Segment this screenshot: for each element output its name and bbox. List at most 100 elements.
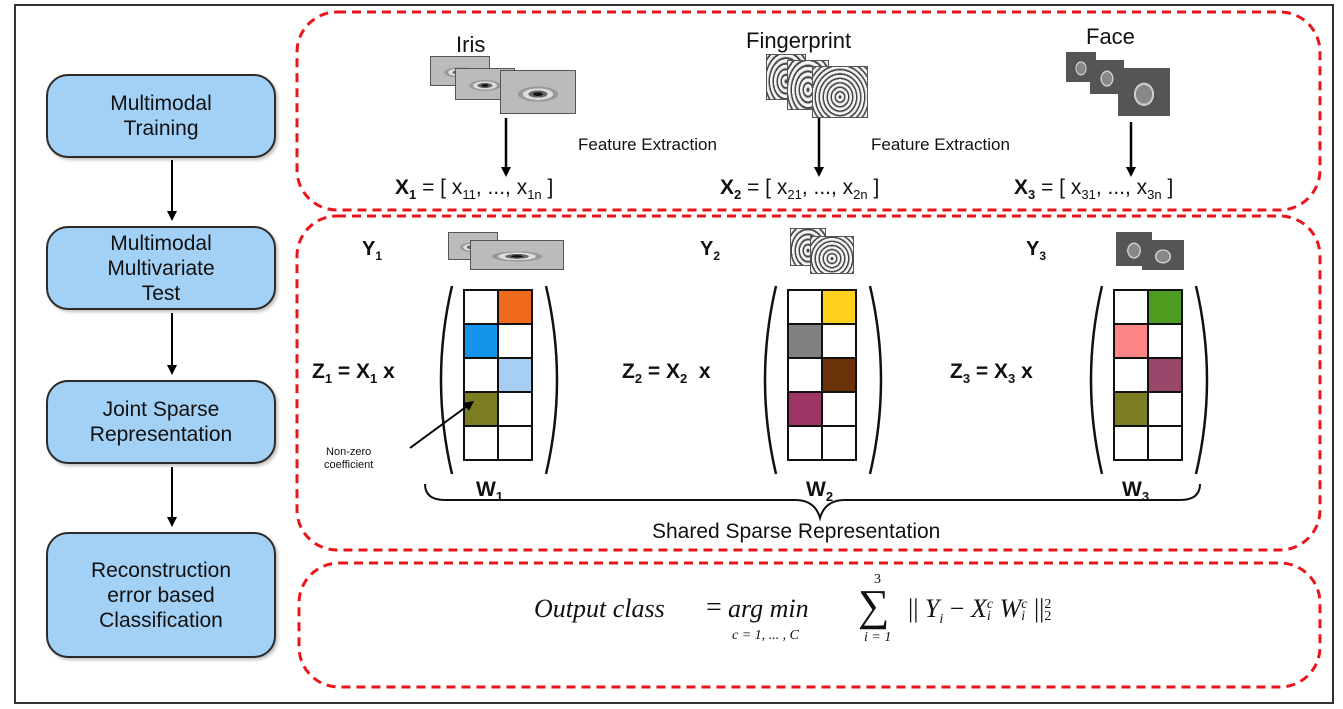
zero-coefficient-cell [463,357,499,393]
step-label: Multimodal [110,231,212,255]
feature-vector-x1: X1 = [ x11, ..., x1n ] [395,176,554,203]
matrix-symbol: Y [1026,238,1040,260]
zero-coefficient-cell [497,391,533,427]
output-formula: Output class = arg min c = 1, ... , C 3 … [534,572,1294,660]
face-image [1118,68,1170,116]
nonzero-pointer-arrow [409,401,475,449]
formula-superscript: c [986,597,994,613]
sum-lower-limit: i = 1 [864,630,892,645]
equation-z1: Z1 = X1 x [312,360,395,387]
matrix-paren-left [439,285,454,475]
matrix-subscript: 3 [1028,187,1036,203]
feature-vector-x3: X3 = [ x31, ..., x3n ] [1014,176,1174,203]
zero-coefficient-cell [787,357,823,393]
nonzero-coefficient-cell [1147,357,1183,393]
formula-lhs: Output class [534,594,665,623]
nonzero-coefficient-cell [1147,289,1183,325]
formula-argmin: arg min [728,594,809,623]
weight-label-w3: W3 [1122,478,1149,504]
matrix-paren-right [1194,285,1209,475]
step-label: Representation [89,423,233,446]
figure-frame [14,4,1334,704]
matrix-symbol: Z [622,360,635,383]
zero-coefficient-cell [497,323,533,359]
matrix-subscript: 1 [495,489,504,505]
weight-matrix-1 [463,289,533,461]
matrix-subscript: 2 [713,249,721,263]
formula-argmin-subscript: c = 1, ... , C [732,628,799,643]
step-multimodal-test: Multimodal Multivariate Test [46,226,276,310]
feature-extraction-label: Feature Extraction [871,135,1010,154]
step-label: Multimodal [110,92,212,115]
nonzero-coefficient-cell [497,357,533,393]
element-subscript: 2n [853,187,868,203]
zero-coefficient-cell [821,425,857,461]
matrix-subscript: 3 [1039,249,1047,263]
matrix-symbol: Z [950,360,963,383]
zero-coefficient-cell [1113,289,1149,325]
shared-sparse-label: Shared Sparse Representation [652,520,941,543]
matrix-paren-left [1089,285,1104,475]
step-label: Joint Sparse [102,398,220,421]
matrix-subscript: 3 [962,371,971,387]
matrix-symbol: W [476,478,496,501]
zero-coefficient-cell [1147,425,1183,461]
zero-coefficient-cell [497,425,533,461]
matrix-subscript: 1 [375,249,383,263]
step-label: error based [107,583,215,607]
sparse-region [295,214,1322,552]
matrix-symbol: X [395,176,410,199]
matrix-symbol: X [666,360,681,383]
sum-upper-limit: 3 [874,572,881,587]
formula-subscript: 2 [1044,609,1052,625]
matrix-subscript: 3 [1141,489,1150,505]
nonzero-coefficient-cell [1113,391,1149,427]
element-subscript: 3n [1147,187,1162,203]
element-subscript: 31 [1081,187,1096,203]
zero-coefficient-cell [787,425,823,461]
formula-subscript: i [1021,609,1026,625]
training-region [295,10,1322,212]
step-joint-sparse: Joint Sparse Representation [46,380,276,464]
nonzero-coefficient-cell [787,391,823,427]
feature-extraction-label: Feature Extraction [578,135,717,154]
matrix-symbol: Z [312,360,325,383]
norm-bracket: || [1033,594,1045,623]
sum-symbol: ∑ [858,581,890,630]
matrix-subscript: 1 [409,187,417,203]
zero-coefficient-cell [1147,391,1183,427]
formula-equals: = [706,592,722,623]
equation-z2: Z2 = X2 x [622,360,711,387]
test-sample-y2: Y2 [700,238,720,263]
matrix-paren-left [763,285,778,475]
zero-coefficient-cell [1113,425,1149,461]
matrix-symbol: Y [700,238,714,260]
nonzero-coefficient-cell [787,323,823,359]
element-subscript: 1n [527,187,542,203]
matrix-symbol: X [1014,176,1029,199]
formula-superscript: c [1021,597,1028,613]
matrix-symbol: Y [362,238,376,260]
formula-subscript: i [939,612,944,628]
matrix-subscript: 2 [634,371,643,387]
matrix-paren-right [868,285,883,475]
nonzero-coefficient-cell [821,289,857,325]
zero-coefficient-cell [1147,323,1183,359]
zero-coefficient-cell [463,425,499,461]
step-label: Multivariate [107,256,215,280]
zero-coefficient-cell [463,289,499,325]
formula-superscript: 2 [1044,597,1052,613]
fingerprint-image [812,66,868,118]
step-multimodal-training: Multimodal Training [46,74,276,158]
weight-matrix-3 [1113,289,1183,461]
matrix-subscript: 2 [680,371,688,387]
weight-label-w1: W1 [476,478,503,504]
zero-coefficient-cell [821,391,857,427]
iris-image [500,70,576,114]
iris-test-image [470,240,564,270]
step-label: Reconstruction [90,558,232,582]
formula-symbol: W [999,594,1022,623]
modality-label-fingerprint: Fingerprint [746,28,852,53]
fingerprint-test-image [810,236,854,274]
